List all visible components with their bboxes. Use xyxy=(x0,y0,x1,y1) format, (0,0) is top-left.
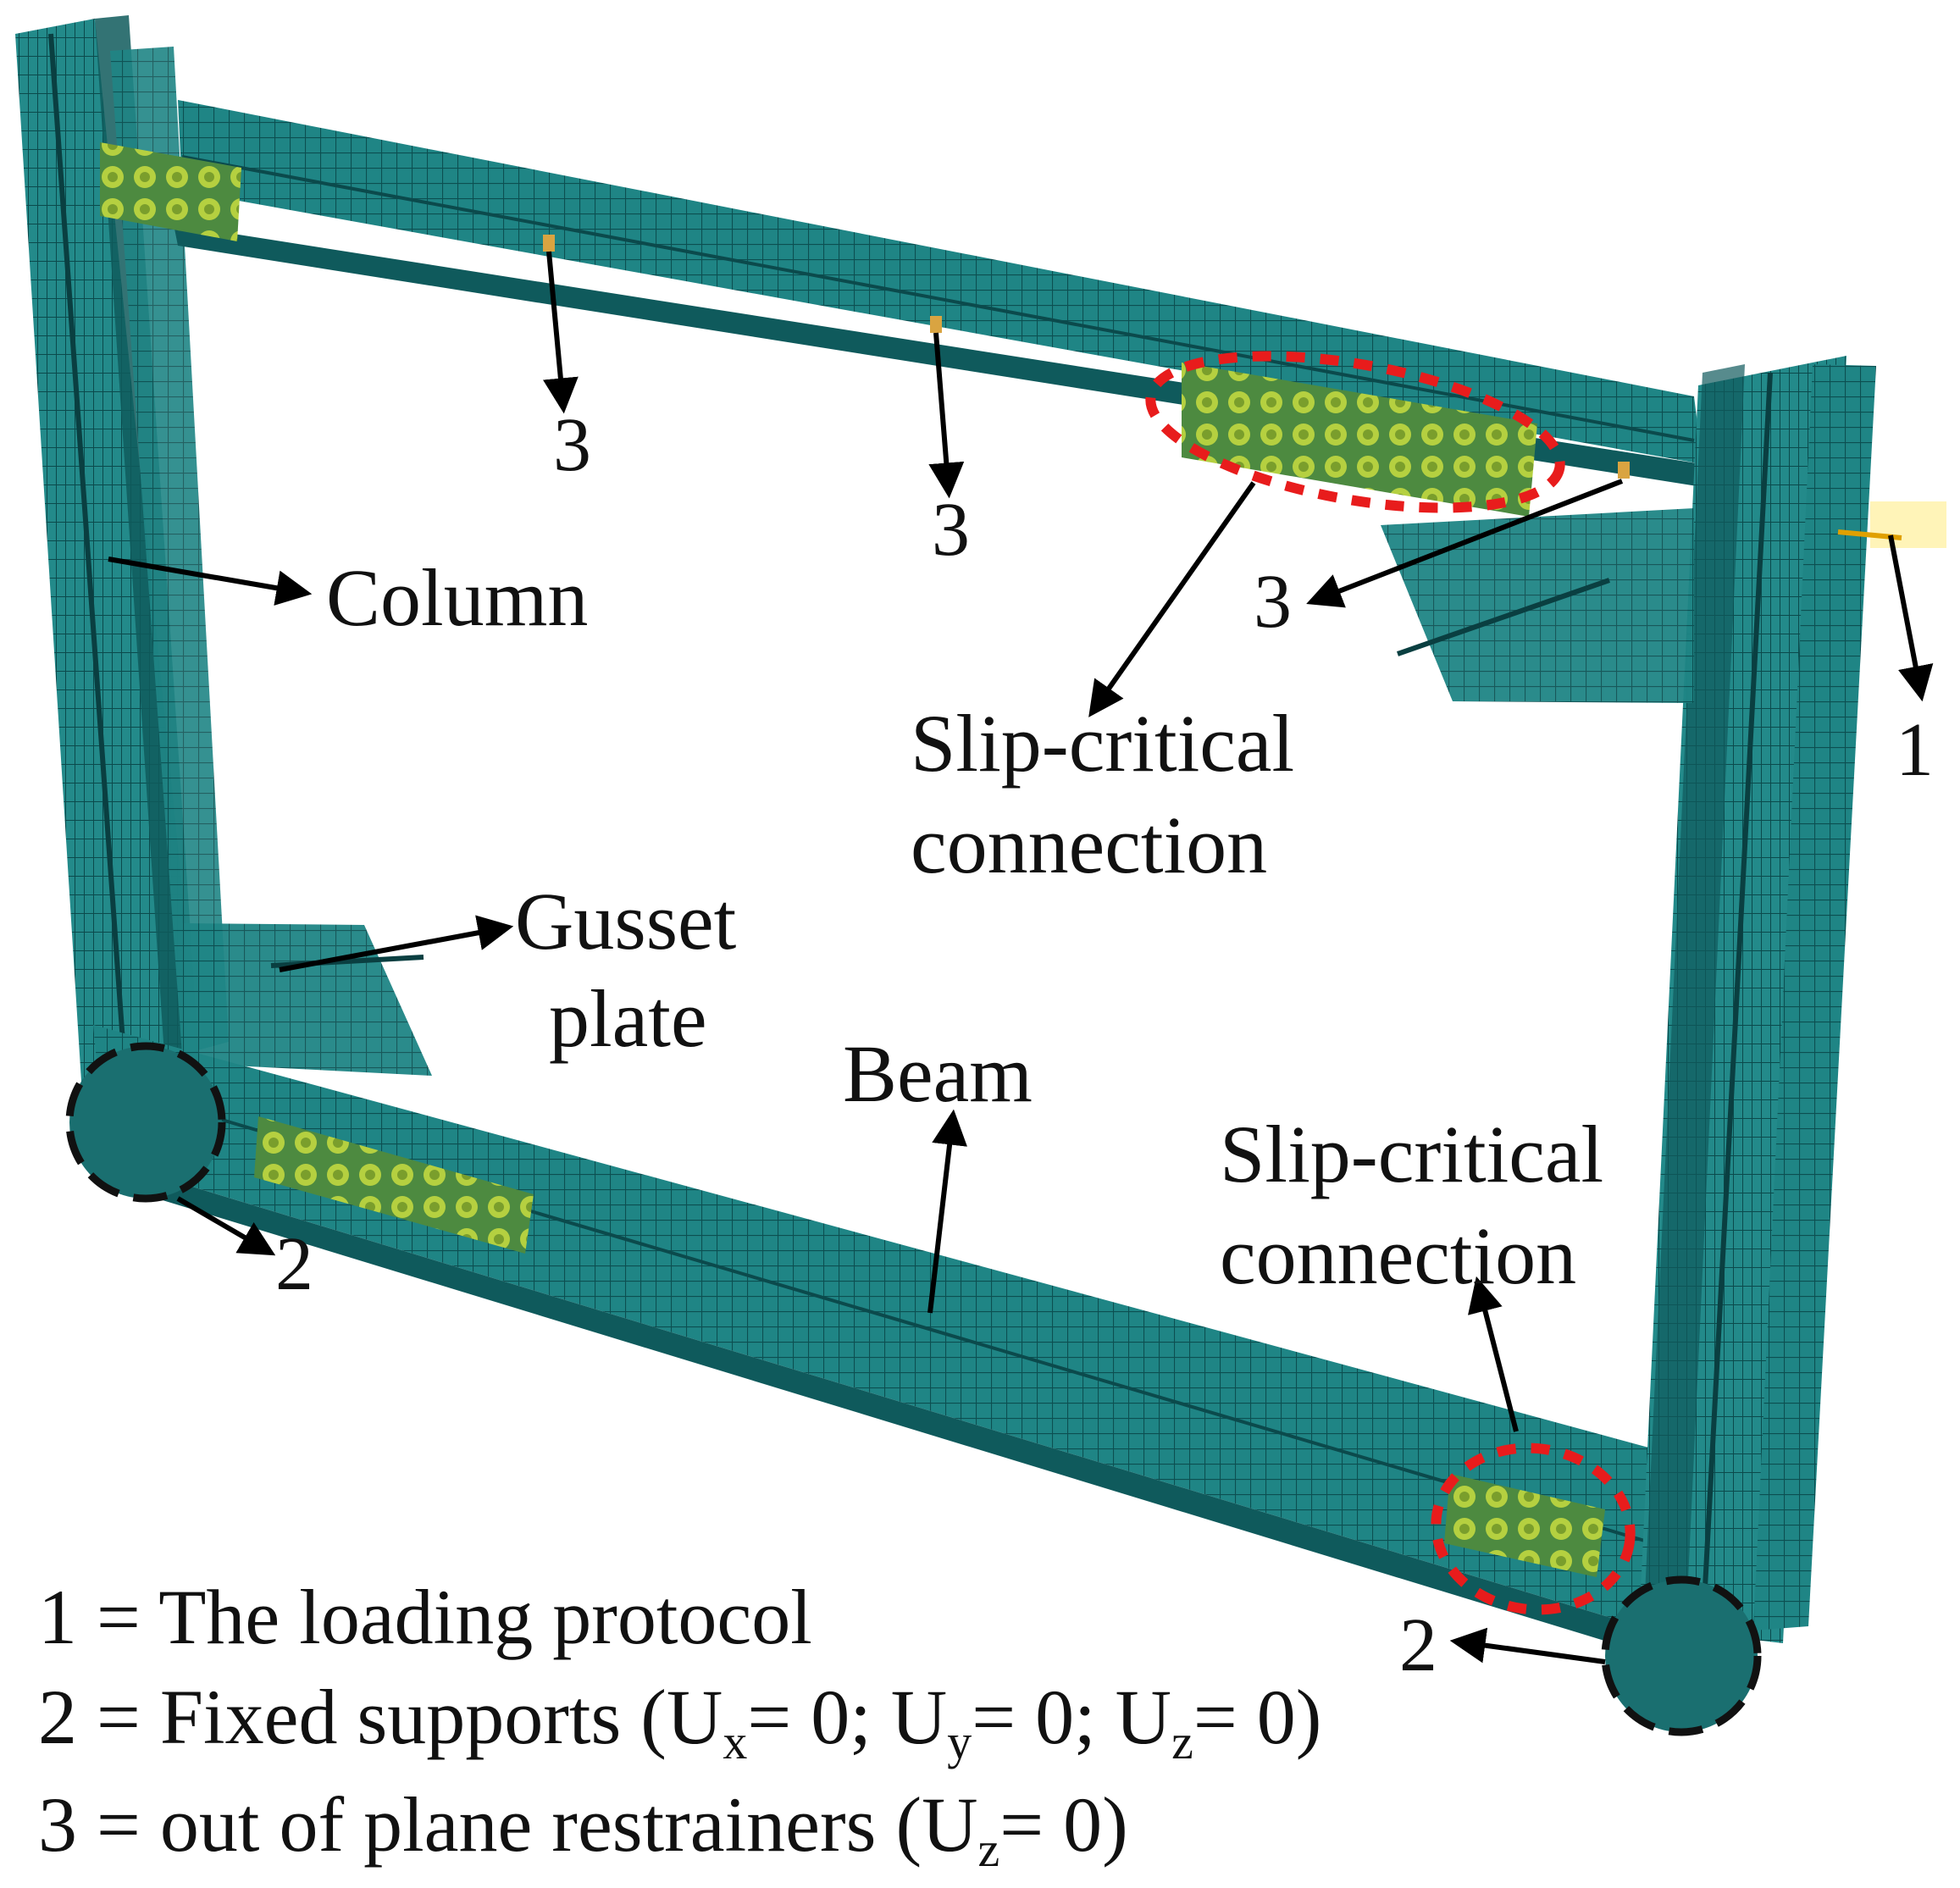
arrow-2-left xyxy=(176,1196,276,1256)
arrow-gusset xyxy=(279,915,514,972)
arrow-slip-bottom xyxy=(1468,1276,1519,1432)
label-slip-top-1: Slip-critical xyxy=(911,698,1294,789)
legend: 1 = The loading protocol 2 = Fixed suppo… xyxy=(38,1574,1321,1877)
arrow-3c xyxy=(1306,479,1624,608)
arrow-slip-top xyxy=(1088,481,1256,717)
label-slip-bottom-2: connection xyxy=(1220,1210,1576,1301)
label-slip-top-2: connection xyxy=(911,800,1267,890)
label-gusset: Gusset xyxy=(515,876,737,966)
marker-3b: 3 xyxy=(932,488,970,572)
restrainer-marker-b xyxy=(930,316,942,333)
left-column xyxy=(15,15,229,1135)
legend-line-2: 2 = Fixed supports (Ux= 0; Uy= 0; Uz= 0) xyxy=(38,1674,1321,1769)
bolt-group-bottom-left xyxy=(254,1116,534,1254)
bolt-group-bottom-right xyxy=(1444,1474,1605,1577)
slip-critical-highlight-bottom xyxy=(1431,1442,1636,1615)
arrow-1 xyxy=(1888,534,1934,702)
legend-line-3: 3 = out of plane restrainers (Uz= 0) xyxy=(38,1781,1128,1877)
label-column: Column xyxy=(326,552,588,643)
arrow-beam xyxy=(927,1109,967,1314)
marker-3a: 3 xyxy=(553,403,591,487)
legend-line-1: 1 = The loading protocol xyxy=(38,1574,812,1660)
right-column xyxy=(1639,356,1876,1643)
bolt-group-top-left xyxy=(100,142,241,241)
label-slip-bottom-1: Slip-critical xyxy=(1220,1109,1603,1199)
marker-3c: 3 xyxy=(1254,560,1292,644)
arrow-column xyxy=(108,556,313,606)
fixed-support-right xyxy=(1601,1575,1762,1736)
restrainer-marker-a xyxy=(543,235,555,252)
restrainer-marker-c xyxy=(1618,462,1630,479)
slip-critical-highlight-top xyxy=(1145,351,1565,513)
arrow-2-right xyxy=(1449,1627,1606,1664)
marker-2-right: 2 xyxy=(1399,1603,1437,1687)
arrow-3b xyxy=(928,332,965,499)
label-plate: plate xyxy=(549,973,707,1064)
bolt-group-top-right xyxy=(1182,363,1537,517)
fixed-support-left xyxy=(65,1042,226,1203)
marker-2-left: 2 xyxy=(275,1222,313,1306)
arrow-3a xyxy=(542,251,579,414)
loading-point xyxy=(1837,501,1946,548)
marker-1: 1 xyxy=(1896,708,1934,792)
label-beam: Beam xyxy=(843,1028,1033,1119)
gusset-plate-top-right xyxy=(1381,508,1694,703)
